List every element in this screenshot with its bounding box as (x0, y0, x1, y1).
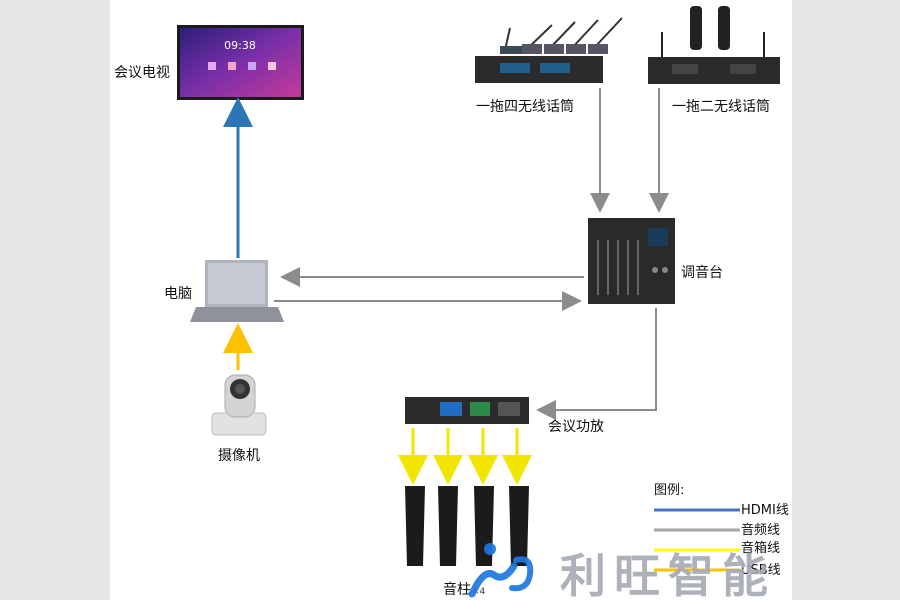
tv-app-icon (228, 62, 236, 70)
audio-connection-mixer-to-amp (536, 308, 657, 420)
legend-label-speaker: 音箱线 (741, 540, 780, 556)
mic2-label: 一拖二无线话筒 (672, 98, 770, 115)
brand-logo-icon (468, 543, 534, 598)
tv-label: 会议电视 (114, 65, 170, 81)
mixer-label: 调音台 (681, 264, 723, 281)
speakers-label: 音柱 (443, 581, 471, 598)
legend-label-usb: USB线 (741, 563, 781, 578)
speaker-column (405, 486, 425, 566)
tv-app-icon (248, 62, 256, 70)
speaker-column (438, 486, 458, 566)
tv-app-icon (268, 62, 276, 70)
brand-name: 利旺智能 (560, 549, 776, 600)
mic2-receiver (648, 6, 780, 84)
column-speakers (405, 486, 529, 566)
legend-label-audio: 音频线 (741, 522, 780, 538)
brand-watermark: 利旺智能 (468, 543, 776, 600)
legend-label-hdmi: HDMI线 (741, 503, 789, 518)
speakers-count: ×4 (472, 587, 486, 597)
laptop (190, 260, 284, 322)
camera-label: 摄像机 (218, 448, 260, 464)
speaker-column (509, 486, 529, 566)
tv-clock: 09:38 (224, 39, 256, 52)
mic4-label: 一拖四无线话筒 (476, 98, 574, 115)
ptz-camera (211, 374, 267, 436)
legend: 图例: HDMI线 音频线 音箱线 USB线 (654, 483, 789, 578)
audio-mixer (588, 218, 675, 304)
conference-tv: 09:38 (177, 25, 304, 100)
tv-app-icon (208, 62, 216, 70)
legend-title: 图例: (654, 483, 684, 498)
power-amplifier (405, 397, 529, 424)
mic4-receiver (475, 17, 623, 83)
amp-label: 会议功放 (548, 419, 604, 435)
pc-label: 电脑 (164, 286, 192, 302)
